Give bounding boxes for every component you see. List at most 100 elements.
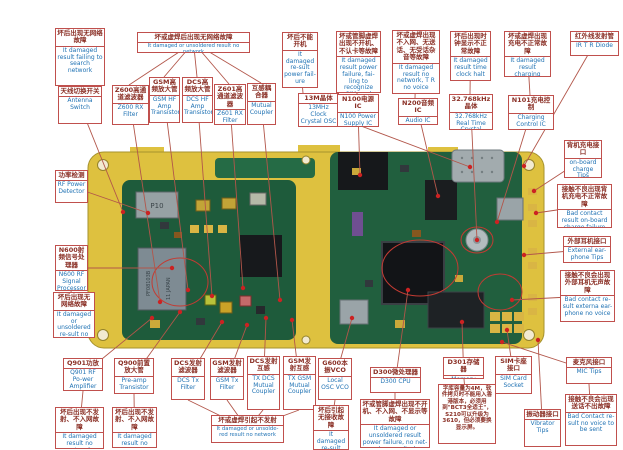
label-en-text: N600 RF Signal Processor bbox=[56, 270, 87, 290]
label-cn-text: 坏或虚焊引起不发射 bbox=[218, 416, 277, 424]
label-en-text: External ear-phone Tips bbox=[564, 246, 610, 262]
label-cn-text: 坏或虚焊出现不入网、无送话、无受话杂音等故障 bbox=[396, 31, 436, 62]
label-en-text: RF Power Detector bbox=[56, 180, 87, 202]
label-en-text: 32.768kHz Real Time Crystal bbox=[450, 111, 492, 129]
label-cn-text: 功率检测 bbox=[58, 171, 85, 179]
label-cn-text: 天线切换开关 bbox=[60, 87, 100, 95]
label-cn-text: 互感耦合器 bbox=[251, 84, 272, 100]
label-en-text: Z600 RX Filter bbox=[113, 102, 148, 124]
label-cn-text: 接触不良会出现外部耳机无声故障 bbox=[564, 271, 611, 294]
label-cn-text: G600本振VCO bbox=[322, 359, 348, 375]
label-cn-text: Z601高通道滤波器 bbox=[217, 85, 243, 108]
label-en-text: Mutual Coupler bbox=[248, 100, 275, 124]
label-en-text: TX GSM Mutual Coupler bbox=[284, 373, 315, 409]
label-cn-text: 红外线发射管 bbox=[575, 32, 614, 40]
label-en-text: N100 Power Supply IC bbox=[338, 111, 378, 127]
label-cn-text: 坏或虚焊出现充电不正常故障 bbox=[508, 32, 547, 55]
label-cn-text: D301存储器 bbox=[447, 358, 480, 374]
label-cn-text: 32.768kHz晶体 bbox=[451, 95, 491, 111]
label-en-text: Charging Control IC bbox=[509, 112, 553, 129]
label-cn-text: 13M晶体 bbox=[304, 94, 333, 102]
label-en-text: Q901 RF Po-wer Amplifier bbox=[64, 368, 102, 390]
label-cn-text: N100电源IC bbox=[341, 95, 374, 111]
label-cn-text: GSM发射滤波器 bbox=[212, 359, 242, 375]
label-cn-text: 坏后出现无网络故障 bbox=[57, 29, 103, 45]
label-en-text: SIM Card Socket bbox=[496, 373, 531, 393]
label-en-text: Memory bbox=[444, 374, 483, 378]
label-en-text: It damaged or unsoldered result power fa… bbox=[361, 424, 429, 447]
label-cn-text: N101充电控制 bbox=[511, 96, 551, 112]
label-cn-text: 字库容量为4M，软件拷贝时不能用入香港版本，必须用到"BCT3全适王"，S210… bbox=[441, 386, 493, 431]
label-cn-text: Z600高通道滤波器 bbox=[114, 86, 147, 102]
label-en-text: GSM Tx Filter bbox=[211, 375, 243, 399]
label-en-text: Vibrator Tips bbox=[525, 419, 560, 446]
label-cn-text: 坏后引起无接收故障 bbox=[318, 406, 344, 429]
label-en-text: Bad contact re-sult externa ear-phone no… bbox=[561, 295, 614, 321]
label-en-text: Audio IC bbox=[399, 115, 437, 124]
label-en-text: It damaged result power failure, fai-lin… bbox=[337, 56, 380, 92]
label-en-text: It damaged or unsolde-red result no netw… bbox=[212, 425, 283, 442]
label-en-text: D300 CPU bbox=[371, 377, 420, 392]
label-cn-text: 背机充电接口 bbox=[566, 141, 600, 157]
label-en-text: It damaged result no network bbox=[56, 432, 103, 448]
d301-memory-label: D301存储器Memory bbox=[443, 357, 484, 379]
label-en-text: It damaged re-sult power fail-ure bbox=[283, 49, 317, 87]
label-en-text: Bad contact result on-board charge failu… bbox=[558, 209, 611, 227]
label-cn-text: DCS高频放大管 bbox=[184, 78, 211, 94]
label-en-text: Z601 RX Filter bbox=[215, 109, 245, 124]
label-cn-text: 坏或管脚虚焊出现不开机、不认卡等故障 bbox=[339, 32, 378, 55]
label-en-text: It damaged result charging abnor-mally bbox=[505, 56, 550, 76]
label-en-text: It damaged result time clock halt bbox=[451, 56, 490, 80]
label-cn-text: Q901功放 bbox=[66, 359, 100, 367]
label-cn-text: DCS发射滤波器 bbox=[174, 359, 202, 375]
label-en-text: IR T R Diode bbox=[571, 41, 618, 55]
label-en-text: Antenna Switch bbox=[59, 96, 101, 123]
label-cn-text: 坏后不能开机 bbox=[287, 33, 313, 49]
label-en-text: on-board charge Tips bbox=[565, 157, 601, 177]
label-cn-text: 接触不良会出现送话不出故障 bbox=[568, 395, 614, 411]
label-cn-text: 坏后出现时钟显示不正常故障 bbox=[454, 32, 487, 55]
label-cn-text: 接触不良出现背机充电不正常故障 bbox=[561, 185, 608, 208]
label-en-text: GSM HF Amp Transistor bbox=[150, 94, 179, 122]
label-en-text: 13MHz Clock Crystal OSC bbox=[299, 103, 338, 125]
label-en-text: It damaged or unsoldered re-sult no netw… bbox=[54, 309, 94, 337]
label-en-text: TX DCS Mutual Coupler bbox=[248, 373, 279, 409]
label-en-text: It damaged result no network, T R no voi… bbox=[393, 62, 439, 93]
label-en-text: It damaged re-sult recep-tion failure bbox=[314, 430, 348, 449]
